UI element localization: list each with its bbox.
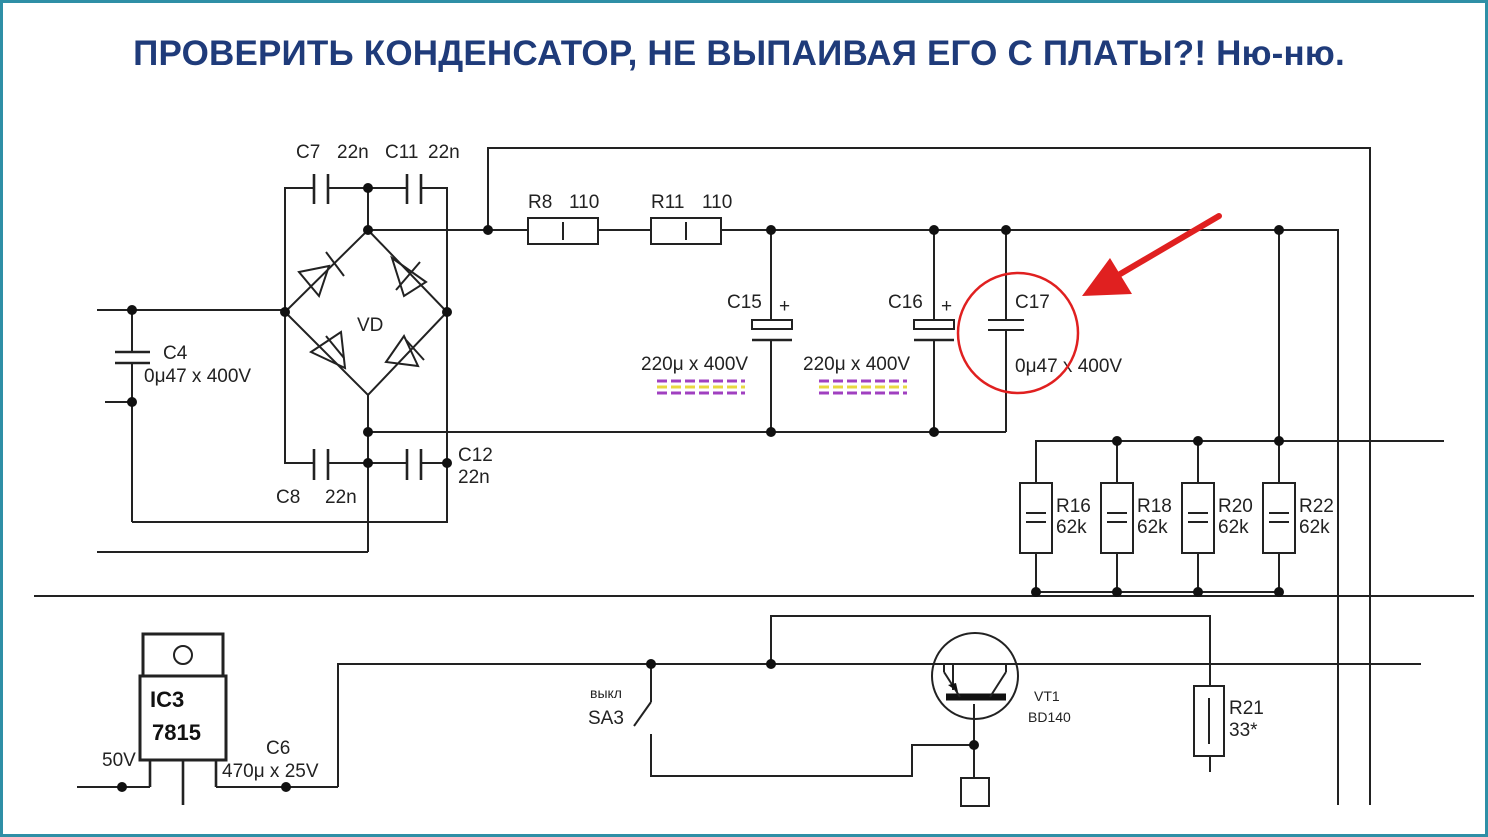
- label-c8-value: 22n: [325, 487, 357, 508]
- label-ic3: IC3: [150, 687, 184, 712]
- label-r21: R21: [1229, 698, 1264, 719]
- label-vd: VD: [357, 315, 383, 336]
- label-r16-value: 62k: [1056, 517, 1087, 538]
- label-r11-value: 110: [702, 192, 732, 213]
- label-c16: C16: [888, 292, 923, 313]
- label-r18: R18: [1137, 496, 1172, 517]
- label-c4-value: 0μ47 x 400V: [144, 366, 251, 387]
- regulator-ic3: [138, 632, 228, 805]
- label-c11: C11: [385, 142, 418, 163]
- label-c16-plus: +: [941, 296, 952, 317]
- label-sa3: SA3: [588, 708, 624, 729]
- label-c6-value: 470μ x 25V: [222, 761, 319, 782]
- label-r22: R22: [1299, 496, 1334, 517]
- label-r8: R8: [528, 192, 552, 213]
- label-vt1: VT1: [1034, 688, 1060, 704]
- label-c4: C4: [163, 343, 188, 364]
- resistors: [527, 217, 1296, 757]
- label-c17: C17: [1015, 292, 1050, 313]
- label-vt1-part: BD140: [1028, 709, 1071, 725]
- label-c6: C6: [266, 738, 290, 759]
- label-c15: C15: [727, 292, 762, 313]
- label-c11-value: 22n: [428, 142, 460, 163]
- capacitors: [115, 174, 1024, 480]
- slide-title: ПРОВЕРИТЬ КОНДЕНСАТОР, НЕ ВЫПАИВАЯ ЕГО С…: [133, 34, 1345, 73]
- label-c7-value: 22n: [337, 142, 369, 163]
- labels: C7 22n C11 22n C8 22n C12 22n C4 0μ47 x …: [102, 142, 1334, 782]
- transistor-vt1: [931, 632, 1019, 720]
- label-r22-value: 62k: [1299, 517, 1330, 538]
- label-r8-value: 110: [569, 192, 599, 213]
- arrow-head-icon: [1082, 258, 1132, 296]
- label-r11: R11: [651, 192, 684, 213]
- label-c8: C8: [276, 487, 300, 508]
- label-r21-value: 33*: [1229, 720, 1258, 741]
- highlight-annotation: [956, 213, 1222, 395]
- label-r16: R16: [1056, 496, 1091, 517]
- label-c16-value: 220μ x 400V: [803, 354, 910, 375]
- marker-stripes: [657, 379, 907, 395]
- label-r20-value: 62k: [1218, 517, 1249, 538]
- label-sa3-state: выкл: [590, 685, 622, 701]
- arrow-shaft: [1107, 213, 1222, 283]
- label-r18-value: 62k: [1137, 517, 1168, 538]
- highlight-circle: [956, 271, 1080, 395]
- junction-dots: [117, 183, 1284, 792]
- label-c15-value: 220μ x 400V: [641, 354, 748, 375]
- label-c7: C7: [296, 142, 320, 163]
- label-c12: C12: [458, 445, 493, 466]
- diode-bridge: [283, 228, 449, 397]
- label-c12-value: 22n: [458, 467, 490, 488]
- label-50v: 50V: [102, 750, 136, 771]
- label-c15-plus: +: [779, 296, 790, 317]
- label-r20: R20: [1218, 496, 1253, 517]
- label-ic3-part: 7815: [152, 720, 201, 745]
